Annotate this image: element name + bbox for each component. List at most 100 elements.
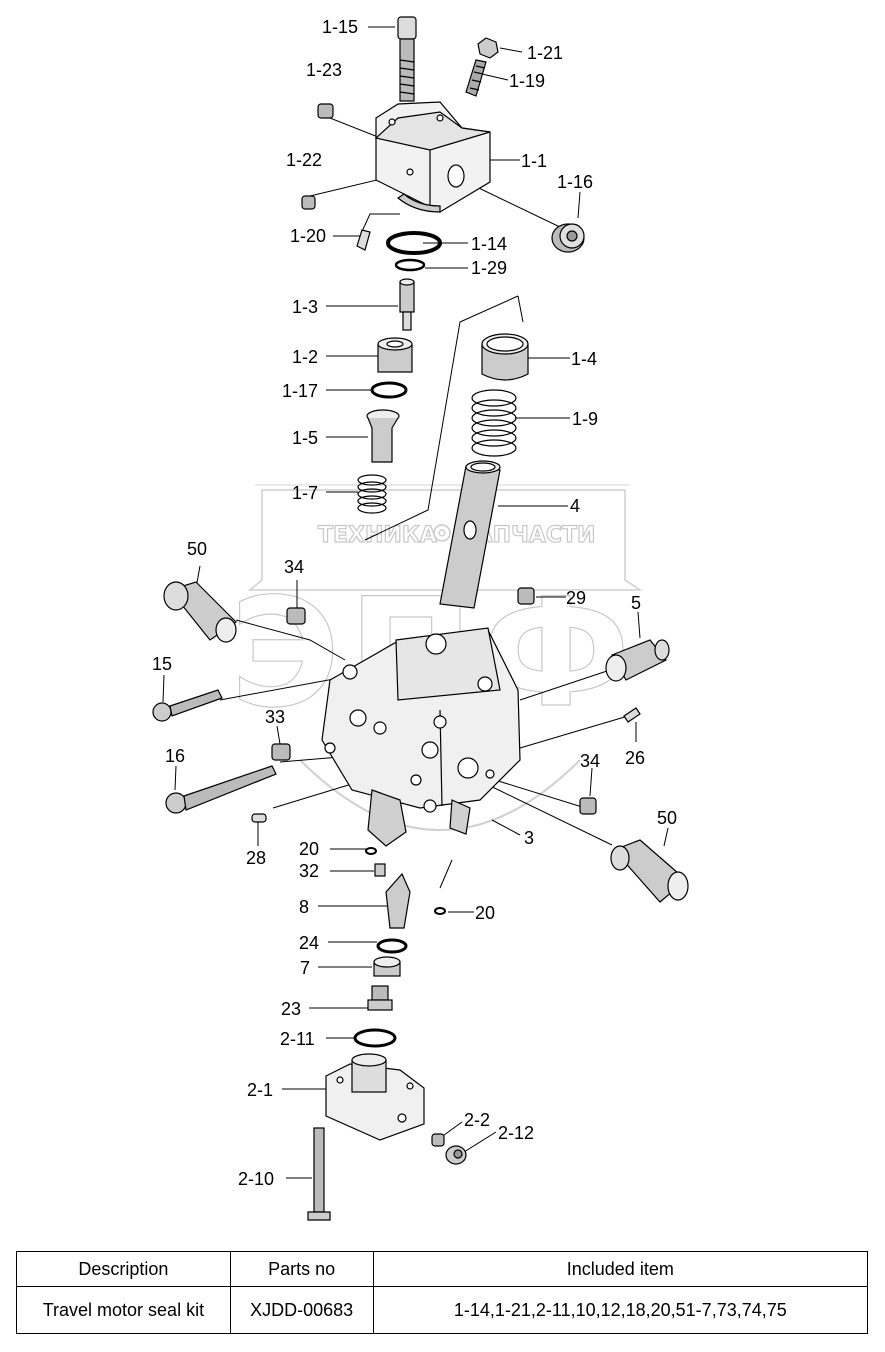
ring-1-17: [370, 381, 408, 399]
upper-valve-assembly: [301, 16, 585, 609]
label-34-left: 34: [284, 557, 304, 577]
part-8: [385, 872, 411, 929]
lower-cover-assembly: [307, 938, 467, 1221]
spring-1-7: [357, 474, 387, 514]
label-1-17: 1-17: [282, 381, 318, 401]
valve-body-3: [321, 627, 521, 847]
label-32: 32: [299, 861, 319, 881]
label-2-11: 2-11: [280, 1029, 315, 1049]
label-1-20: 1-20: [290, 226, 326, 246]
spool-1-3: [399, 278, 415, 331]
pin-26: [623, 707, 641, 723]
cell-included-item: 1-14,1-21,2-11,10,12,18,20,51-7,73,74,75: [372, 1286, 869, 1334]
label-1-7: 1-7: [292, 483, 318, 503]
label-4: 4: [570, 496, 580, 516]
label-1-19: 1-19: [509, 71, 545, 91]
label-1-15: 1-15: [322, 17, 358, 37]
plug-33: [271, 743, 291, 761]
bolt-2-10: [307, 1127, 331, 1221]
part-7: [373, 956, 401, 977]
ring-1-29: [394, 258, 426, 272]
cover-block-1-1: [374, 101, 491, 213]
label-20-b: 20: [475, 903, 495, 923]
plug-1-23: [317, 103, 334, 119]
label-50-right: 50: [657, 808, 677, 828]
label-2-12: 2-12: [498, 1123, 534, 1143]
pin-28: [251, 813, 267, 823]
plug-34-right: [579, 797, 597, 815]
leader-lines: [162, 26, 669, 1179]
label-16: 16: [165, 746, 185, 766]
label-1-14: 1-14: [471, 234, 507, 254]
header-included-item: Included item: [372, 1251, 869, 1287]
o-ring-2-11: [353, 1028, 397, 1048]
part-32: [374, 863, 386, 877]
spring-1-9: [471, 389, 517, 457]
nut-1-21: [477, 37, 499, 59]
part-2-2: [431, 1133, 445, 1147]
label-2-2: 2-2: [464, 1110, 490, 1130]
bolt-16: [165, 765, 277, 814]
label-34-right: 34: [580, 751, 600, 771]
label-1-16: 1-16: [557, 172, 593, 192]
plug-34-left: [286, 607, 306, 625]
bolt-1-15: [397, 16, 417, 102]
label-26: 26: [625, 748, 645, 768]
label-50-left: 50: [187, 539, 207, 559]
label-1-23: 1-23: [306, 60, 342, 80]
main-body-assembly: [152, 581, 689, 929]
spool-5: [605, 639, 670, 682]
label-33: 33: [265, 707, 285, 727]
seal-kit-table: Description Parts no Included item Trave…: [16, 1251, 869, 1334]
table-header-row: Description Parts no Included item: [16, 1251, 869, 1287]
label-1-3: 1-3: [292, 297, 318, 317]
plug-2-12: [445, 1145, 467, 1165]
plug-1-22: [301, 195, 316, 210]
pin-1-20: [356, 229, 371, 251]
header-parts-no: Parts no: [229, 1251, 374, 1287]
label-29: 29: [566, 588, 586, 608]
cartridge-50-right: [610, 839, 689, 903]
label-1-1: 1-1: [521, 151, 547, 171]
bolt-15: [152, 689, 223, 722]
piston-4: [439, 460, 501, 609]
retainer-1-4: [481, 333, 529, 381]
cell-description: Travel motor seal kit: [16, 1286, 231, 1334]
label-1-9: 1-9: [572, 409, 598, 429]
label-1-21: 1-21: [527, 43, 563, 63]
table-row: Travel motor seal kit XJDD-00683 1-14,1-…: [16, 1286, 869, 1334]
label-3: 3: [524, 828, 534, 848]
exploded-parts-diagram: ТЕХНИКА ЗАПЧАСТИ ЭПФ: [152, 16, 689, 1221]
sleeve-1-2: [377, 337, 413, 373]
o-ring-1-14: [386, 231, 442, 255]
cover-2-1: [325, 1053, 425, 1141]
label-24: 24: [299, 933, 319, 953]
label-5: 5: [631, 593, 641, 613]
cartridge-50-left: [163, 581, 237, 643]
label-20-a: 20: [299, 839, 319, 859]
label-15: 15: [152, 654, 172, 674]
cell-parts-no: XJDD-00683: [229, 1286, 374, 1334]
seat-1-5: [366, 409, 400, 463]
watermark-text-left: ТЕХНИКА: [318, 523, 437, 548]
ring-24: [376, 938, 408, 954]
label-2-1: 2-1: [247, 1080, 273, 1100]
label-7: 7: [300, 958, 310, 978]
label-28: 28: [246, 848, 266, 868]
plug-1-16: [551, 223, 585, 253]
part-labels: 1-15 1-21 1-19 1-23 1-1 1-22 1-16 1-20 1…: [152, 17, 677, 1189]
label-1-29: 1-29: [471, 258, 507, 278]
label-2-10: 2-10: [238, 1169, 274, 1189]
o-ring-20-b: [434, 907, 446, 915]
o-ring-20-a: [365, 847, 377, 855]
label-1-5: 1-5: [292, 428, 318, 448]
label-1-2: 1-2: [292, 347, 318, 367]
gear-icon: [433, 524, 451, 542]
label-1-4: 1-4: [571, 349, 597, 369]
label-23: 23: [281, 999, 301, 1019]
stud-1-19: [465, 59, 487, 97]
plug-29: [517, 587, 535, 605]
header-description: Description: [16, 1251, 231, 1287]
label-8: 8: [299, 897, 309, 917]
label-1-22: 1-22: [286, 150, 322, 170]
